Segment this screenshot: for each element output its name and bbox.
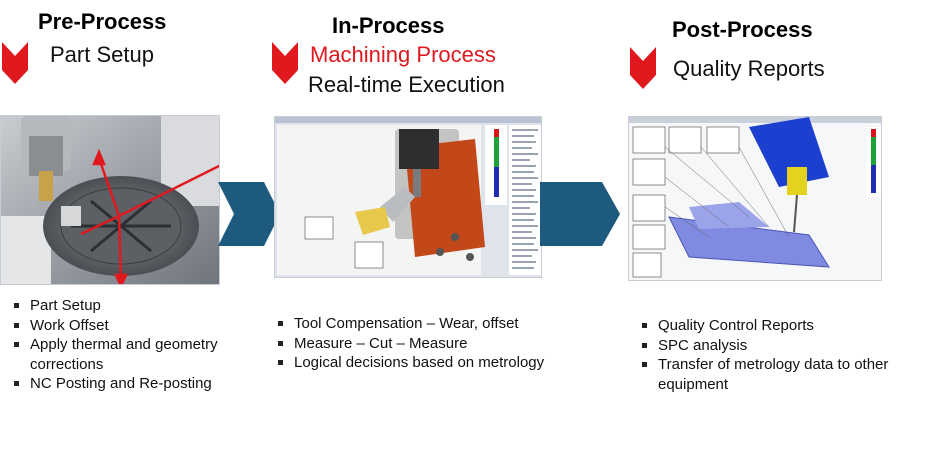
machine-table-photo: [0, 115, 220, 285]
stage-subtitle-machining-process: Machining Process: [310, 42, 496, 68]
stage-subtitle-real-time-execution: Real-time Execution: [308, 72, 505, 98]
post-process-bullet-list: Quality Control Reports SPC analysis Tra…: [640, 316, 932, 394]
list-item: SPC analysis: [640, 336, 932, 356]
quality-report-screenshot: [628, 116, 882, 281]
list-item: Logical decisions based on metrology: [276, 353, 596, 373]
list-item: Work Offset: [12, 316, 242, 336]
stage-title-pre-process: Pre-Process: [38, 9, 166, 35]
in-process-bullet-list: Tool Compensation – Wear, offset Measure…: [276, 314, 596, 373]
list-item: Transfer of metrology data to other equi…: [640, 355, 932, 394]
list-item: Part Setup: [12, 296, 242, 316]
stage-subtitle-part-setup: Part Setup: [50, 42, 154, 68]
list-item: Measure – Cut – Measure: [276, 334, 596, 354]
chevron-down-icon: [630, 47, 656, 89]
stage-title-in-process: In-Process: [332, 13, 445, 39]
machining-software-screenshot: [274, 116, 542, 278]
stage-title-post-process: Post-Process: [672, 17, 813, 43]
chevron-down-icon: [2, 42, 28, 84]
list-item: Tool Compensation – Wear, offset: [276, 314, 596, 334]
list-item: Quality Control Reports: [640, 316, 932, 336]
list-item: NC Posting and Re-posting: [12, 374, 242, 394]
chevron-down-icon: [272, 42, 298, 84]
stage-subtitle-quality-reports: Quality Reports: [673, 56, 825, 82]
flow-arrow-right-icon: [218, 182, 280, 246]
list-item: Apply thermal and geometry corrections: [12, 335, 242, 374]
pre-process-bullet-list: Part Setup Work Offset Apply thermal and…: [12, 296, 242, 394]
flow-arrow-right-icon: [540, 182, 620, 246]
